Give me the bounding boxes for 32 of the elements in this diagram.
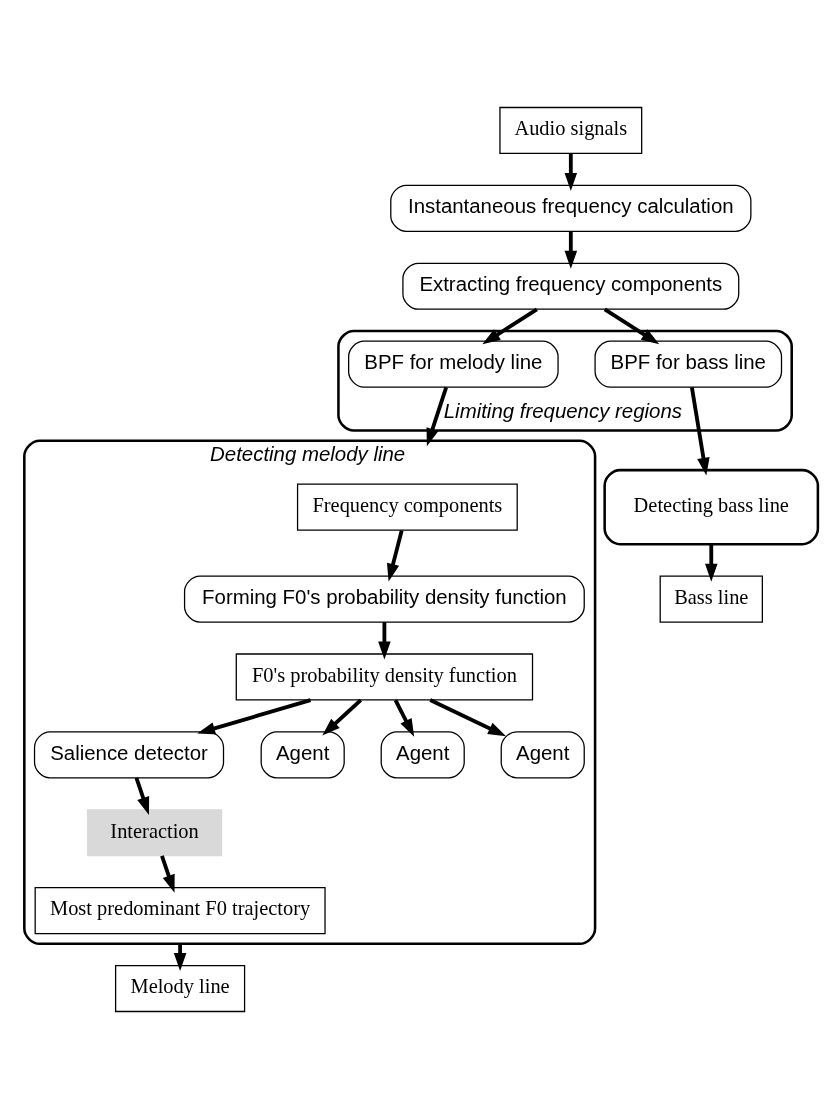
node-box: Most predominant F0 trajectory bbox=[34, 887, 326, 935]
node-box: Agent bbox=[260, 731, 345, 779]
node-box: Detecting bass line bbox=[602, 468, 819, 546]
arrow bbox=[564, 231, 577, 269]
arrow bbox=[428, 698, 506, 737]
arrow bbox=[134, 777, 149, 815]
node-box: Melody line bbox=[114, 964, 245, 1013]
node-box: Extracting frequency components bbox=[401, 262, 739, 310]
node-box: BPF for melody line bbox=[347, 340, 559, 388]
arrow bbox=[689, 387, 710, 476]
arrow bbox=[159, 855, 175, 893]
node-box: Salience detector bbox=[33, 731, 224, 779]
arrow bbox=[393, 699, 414, 737]
arrow bbox=[704, 544, 718, 582]
node-box: Interaction bbox=[86, 809, 222, 857]
node-box: Forming F0's probability density function bbox=[183, 575, 585, 623]
node-box: BPF for bass line bbox=[593, 340, 782, 388]
arrow bbox=[321, 698, 362, 736]
arrow bbox=[564, 153, 577, 191]
node-box: Bass line bbox=[659, 575, 763, 623]
node-box: Frequency components bbox=[296, 483, 518, 531]
arrow bbox=[426, 386, 448, 447]
node-box: Audio signals bbox=[498, 106, 642, 155]
node-box: F0's probability density function bbox=[235, 653, 533, 701]
node-box: Agent bbox=[380, 731, 465, 779]
arrow bbox=[196, 698, 311, 735]
arrow bbox=[481, 307, 538, 345]
node-box: Agent bbox=[500, 731, 585, 779]
node-box: Instantaneous frequency calculation bbox=[389, 184, 751, 232]
arrow bbox=[377, 622, 391, 660]
arrow bbox=[603, 307, 659, 345]
arrow bbox=[386, 530, 404, 582]
